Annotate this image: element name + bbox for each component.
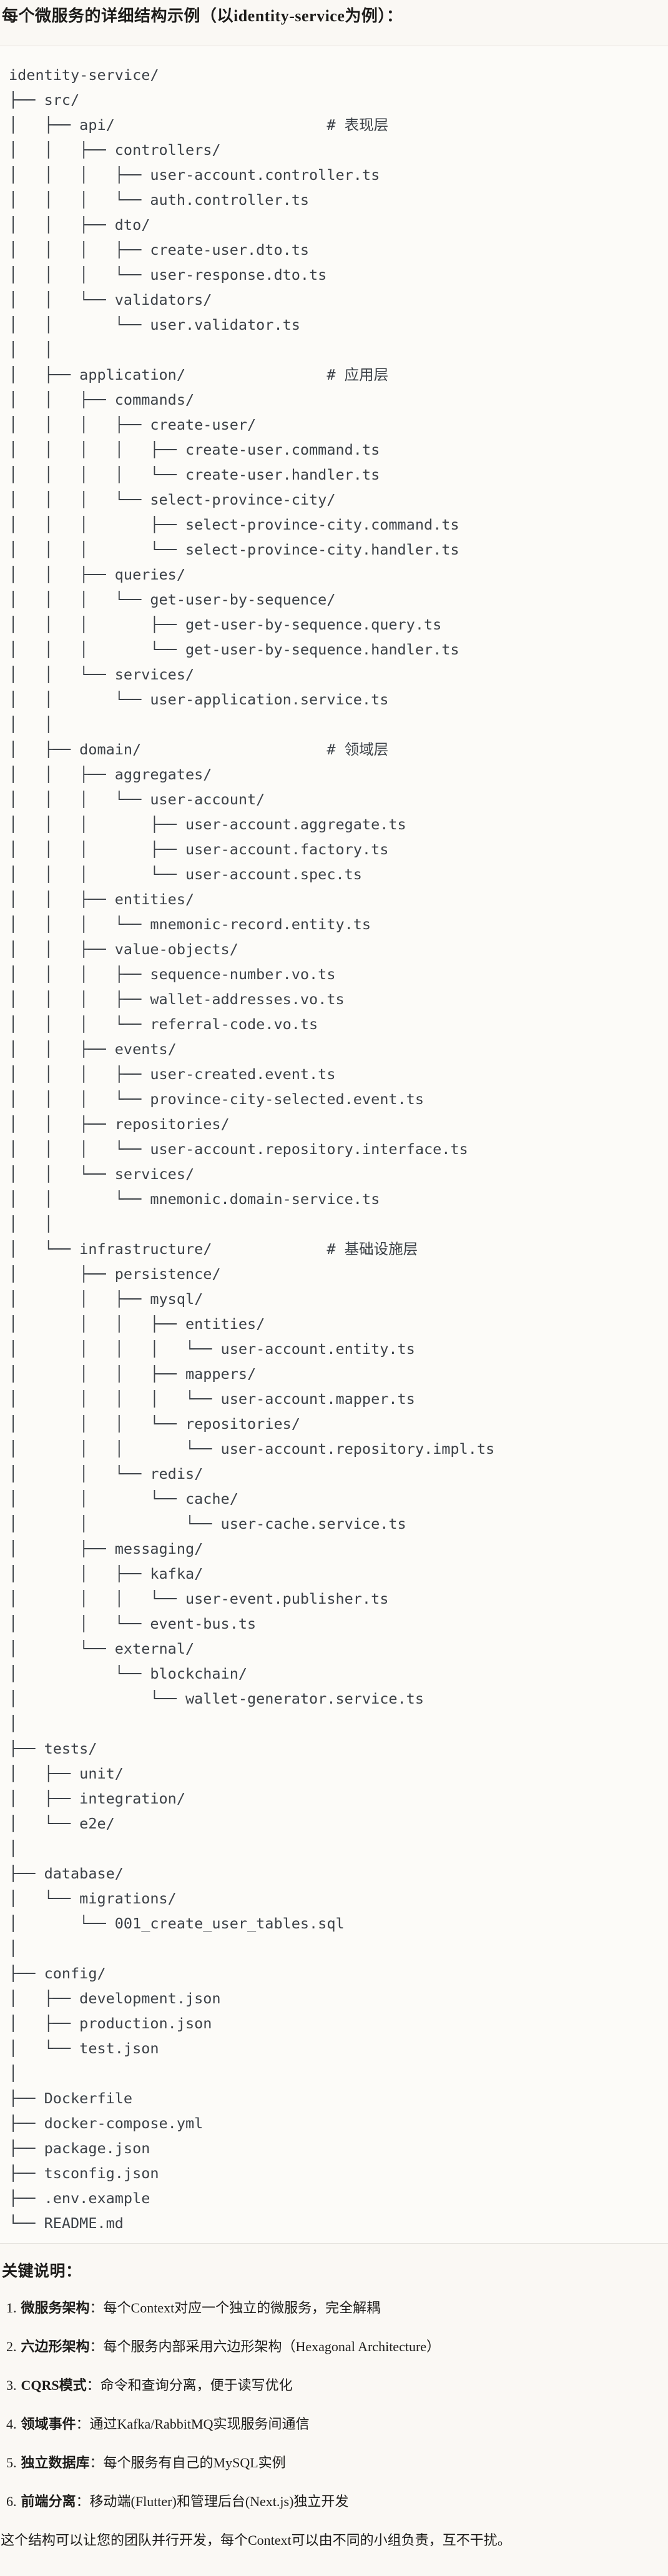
note-item-2: 2. 六边形架构：每个服务内部采用六边形架构（Hexagonal Architec… <box>6 2337 668 2356</box>
page-title: 每个微服务的详细结构示例（以identity-service为例）： <box>2 7 403 25</box>
note-term: CQRS模式 <box>21 2377 87 2393</box>
note-item-6: 6. 前端分离：移动端(Flutter)和管理后台(Next.js)独立开发 <box>6 2492 668 2511</box>
note-item-5: 5. 独立数据库：每个服务有自己的MySQL实例 <box>6 2454 668 2472</box>
note-desc: ：命令和查询分离，便于读写优化 <box>86 2377 293 2393</box>
directory-tree: identity-service/ ├── src/ │ ├── api/ # … <box>9 66 495 2232</box>
note-desc: ：每个服务内部采用六边形架构（Hexagonal Architecture） <box>89 2339 441 2354</box>
note-number: 3. <box>6 2377 17 2393</box>
note-term: 前端分离 <box>21 2494 76 2509</box>
note-item-4: 4.领域事件：通过Kafka/RabbitMQ实现服务间通信 <box>6 2415 668 2434</box>
note-term: 六边形架构 <box>21 2339 90 2354</box>
note-desc: ：移动端(Flutter)和管理后台(Next.js)独立开发 <box>76 2494 349 2509</box>
note-desc: ：通过Kafka/RabbitMQ实现服务间通信 <box>76 2416 310 2432</box>
notes-title: 关键说明： <box>2 2263 82 2280</box>
note-number: 4. <box>6 2416 17 2432</box>
note-item-3: 3.CQRS模式：命令和查询分离，便于读写优化 <box>6 2376 668 2395</box>
note-number: 5. <box>6 2455 17 2470</box>
closing-paragraph: 这个结构可以让您的团队并行开发，每个Context可以由不同的小组负责，互不干扰… <box>1 2532 511 2548</box>
note-item-1: 1.微服务架构：每个Context对应一个独立的微服务，完全解耦 <box>6 2299 668 2317</box>
note-number: 6. <box>6 2494 17 2509</box>
document-page: 每个微服务的详细结构示例（以identity-service为例）： ident… <box>0 5 668 2550</box>
directory-tree-block: identity-service/ ├── src/ │ ├── api/ # … <box>0 46 668 2244</box>
note-number: 1. <box>6 2300 17 2316</box>
note-number: 2. <box>6 2339 17 2354</box>
note-term: 独立数据库 <box>21 2455 90 2470</box>
key-notes-section: 关键说明： 1.微服务架构：每个Context对应一个独立的微服务，完全解耦 2… <box>0 2261 668 2550</box>
note-term: 领域事件 <box>21 2416 76 2432</box>
note-desc: ：每个服务有自己的MySQL实例 <box>89 2455 286 2470</box>
note-desc: ：每个Context对应一个独立的微服务，完全解耦 <box>89 2300 381 2316</box>
note-term: 微服务架构 <box>21 2300 90 2316</box>
